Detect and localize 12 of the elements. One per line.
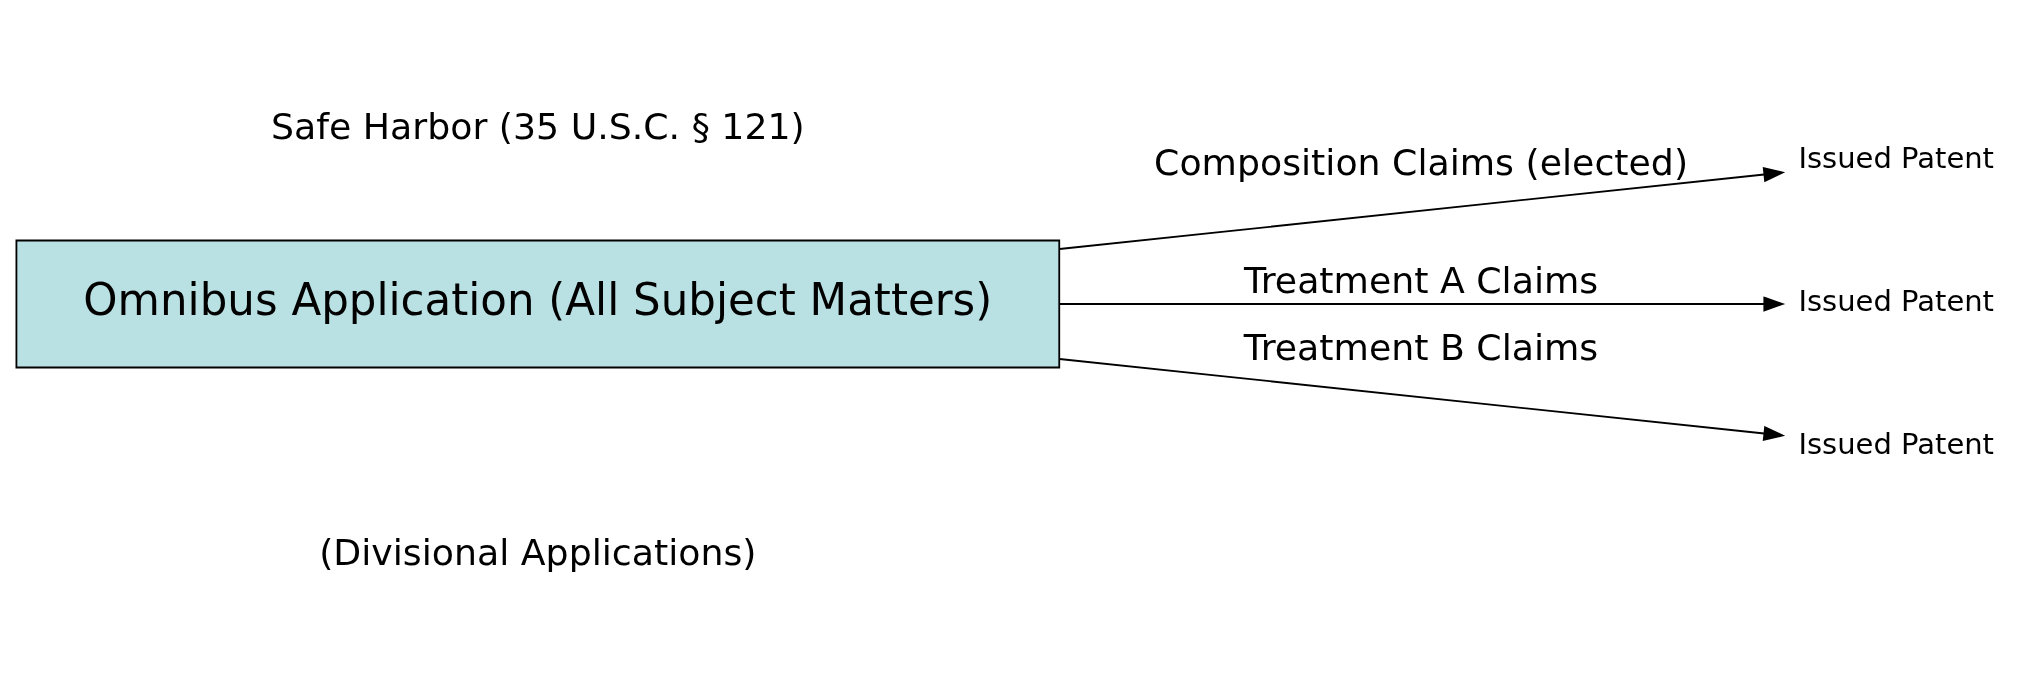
node-text: Issued Patent xyxy=(1798,140,1995,175)
label: (Divisional Applications) xyxy=(319,530,757,574)
edge-label: Treatment B Claims xyxy=(1243,325,1599,369)
arrow xyxy=(1058,357,1786,441)
node-text: Issued Patent xyxy=(1798,283,1995,318)
node-text: Issued Patent xyxy=(1798,426,1995,461)
label: Safe Harbor (35 U.S.C. § 121) xyxy=(270,104,805,148)
edge-label: Treatment A Claims xyxy=(1243,258,1599,302)
arrow xyxy=(1058,295,1786,312)
node-box: Omnibus Application (All Subject Matters) xyxy=(15,239,1061,368)
arrow xyxy=(1058,166,1786,250)
edge-label: Composition Claims (elected) xyxy=(1154,140,1689,184)
